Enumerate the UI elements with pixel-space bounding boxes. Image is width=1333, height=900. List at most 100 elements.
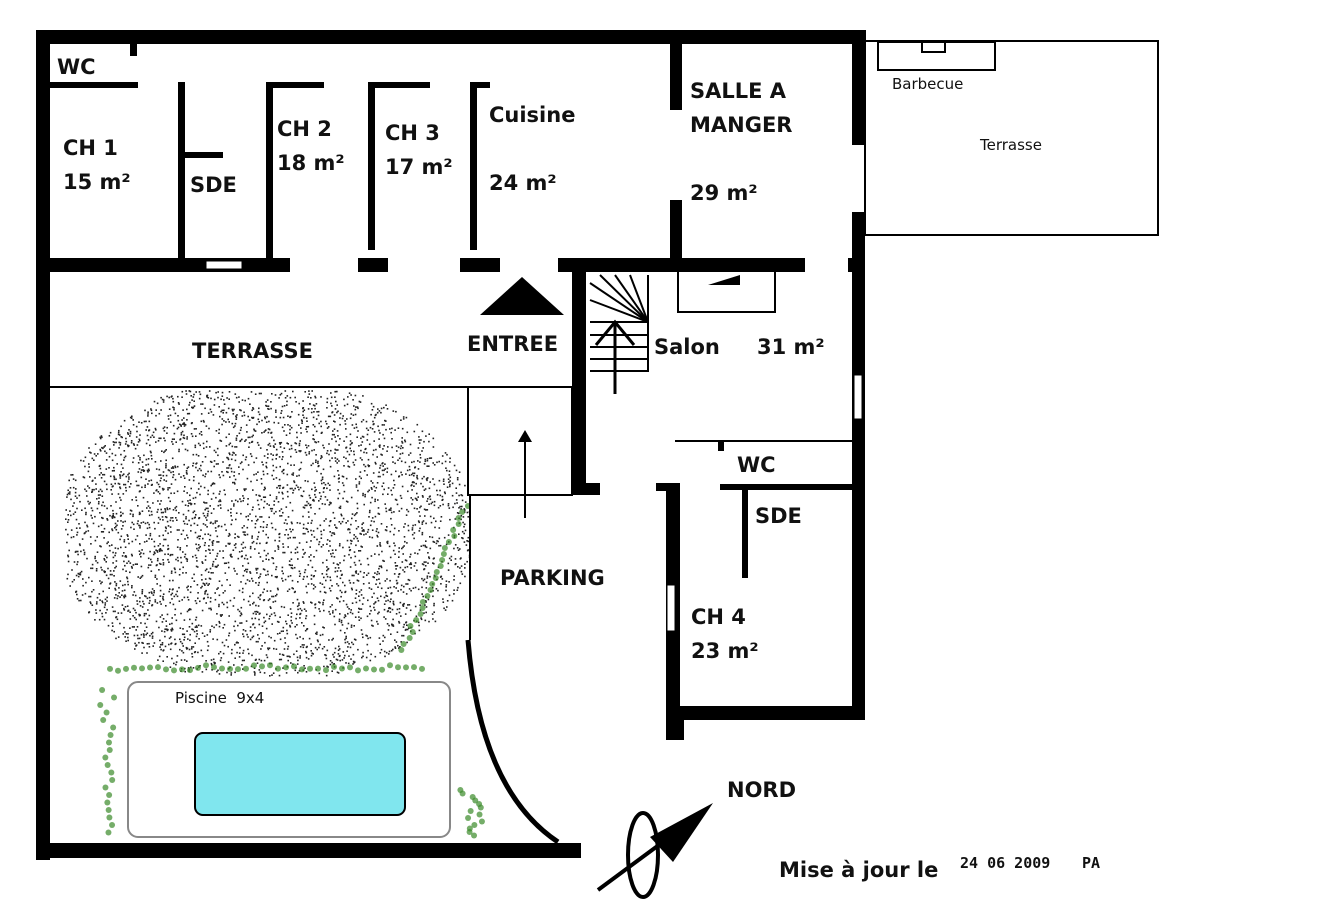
garden-dot xyxy=(78,523,80,525)
garden-dot xyxy=(198,547,200,549)
garden-dot xyxy=(182,409,184,411)
garden-dot xyxy=(233,452,235,454)
garden-dot xyxy=(379,444,381,446)
garden-dot xyxy=(266,581,268,584)
garden-dot xyxy=(276,575,278,578)
garden-dot xyxy=(367,599,369,602)
garden-dot xyxy=(268,635,270,638)
garden-dot xyxy=(301,420,303,423)
garden-dot xyxy=(459,505,461,508)
garden-dot xyxy=(426,458,429,460)
garden-dot xyxy=(395,613,398,615)
garden-dot xyxy=(294,396,296,399)
garden-dot xyxy=(202,512,205,515)
garden-dot xyxy=(140,555,142,558)
garden-dot xyxy=(296,624,298,626)
garden-dot xyxy=(203,583,206,585)
garden-dot xyxy=(123,595,125,598)
garden-dot xyxy=(345,447,347,449)
garden-dot xyxy=(148,523,150,526)
garden-dot xyxy=(400,641,402,643)
garden-dot xyxy=(361,523,363,526)
garden-dot xyxy=(409,609,412,612)
garden-dot xyxy=(367,490,369,493)
garden-dot xyxy=(337,597,339,600)
garden-dot xyxy=(99,488,102,491)
garden-dot xyxy=(134,642,136,645)
garden-dot xyxy=(158,486,161,488)
room-label-salle-2: MANGER xyxy=(690,113,792,137)
garden-dot xyxy=(336,411,338,414)
garden-dot xyxy=(90,514,92,517)
garden-dot xyxy=(196,560,198,562)
garden-dot xyxy=(115,528,118,531)
garden-dot xyxy=(289,624,291,627)
garden-dot xyxy=(77,575,80,578)
garden-dot xyxy=(117,520,119,522)
garden-dot xyxy=(428,433,430,435)
garden-dot xyxy=(230,523,233,526)
garden-dot xyxy=(262,530,264,532)
garden-dot xyxy=(210,608,212,611)
garden-dot xyxy=(145,429,147,431)
garden-dot xyxy=(259,556,262,558)
garden-dot xyxy=(304,629,307,632)
garden-dot xyxy=(396,450,398,452)
garden-dot xyxy=(132,523,135,526)
garden-dot xyxy=(119,496,121,499)
garden-dot xyxy=(398,510,401,512)
garden-dot xyxy=(126,605,129,607)
garden-dot xyxy=(205,602,207,604)
garden-dot xyxy=(405,416,408,419)
garden-dot xyxy=(288,588,291,591)
garden-dot xyxy=(337,489,339,491)
garden-dot xyxy=(279,446,282,448)
garden-dot xyxy=(96,507,99,510)
garden-dot xyxy=(216,447,219,450)
garden-dot xyxy=(310,654,313,657)
garden-dot xyxy=(180,425,182,427)
garden-dot xyxy=(385,420,387,422)
garden-dot xyxy=(188,479,191,481)
garden-dot xyxy=(426,575,429,577)
garden-dot xyxy=(267,453,269,455)
garden-dot xyxy=(225,545,227,547)
garden-dot xyxy=(312,416,315,419)
garden-dot xyxy=(370,402,373,405)
garden-dot xyxy=(314,493,316,496)
garden-dot xyxy=(405,593,408,595)
garden-dot xyxy=(248,446,250,448)
garden-dot xyxy=(178,450,180,453)
garden-dot xyxy=(141,510,144,512)
garden-dot xyxy=(314,407,316,410)
garden-dot xyxy=(344,420,346,422)
garden-dot xyxy=(274,443,277,445)
garden-dot xyxy=(147,609,149,611)
garden-dot xyxy=(191,406,193,409)
garden-dot xyxy=(320,420,322,423)
garden-dot xyxy=(385,651,388,654)
garden-dot xyxy=(317,441,320,443)
hedge-shrub xyxy=(147,664,153,671)
garden-dot xyxy=(348,553,350,556)
garden-dot xyxy=(353,534,355,536)
garden-dot xyxy=(386,623,389,625)
garden-dot xyxy=(366,615,369,618)
garden-dot xyxy=(103,570,105,572)
garden-dot xyxy=(102,447,104,450)
garden-dot xyxy=(164,553,166,556)
garden-dot xyxy=(230,467,233,470)
garden-dot xyxy=(135,496,137,498)
garden-dot xyxy=(164,645,167,648)
garden-dot xyxy=(173,662,175,665)
garden-dot xyxy=(189,390,192,393)
garden-dot xyxy=(359,401,362,403)
garden-dot xyxy=(382,493,384,496)
garden-dot xyxy=(155,620,158,623)
garden-dot xyxy=(181,396,183,398)
garden-dot xyxy=(249,604,251,606)
garden-dot xyxy=(124,606,127,608)
garden-dot xyxy=(351,424,354,426)
garden-dot xyxy=(264,430,266,432)
garden-dot xyxy=(65,509,67,511)
